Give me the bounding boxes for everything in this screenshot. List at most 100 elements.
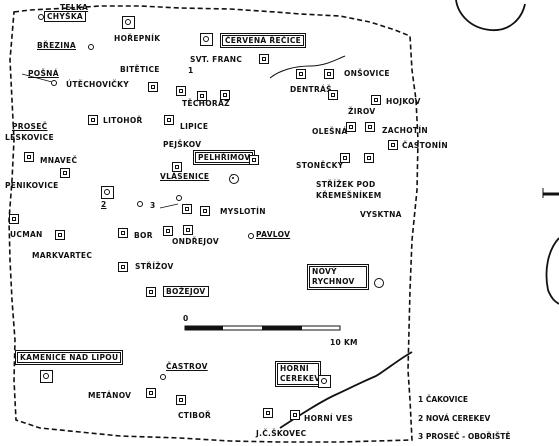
place-label: J.Č.škovec — [256, 429, 307, 438]
place-label: Lipice — [180, 122, 209, 131]
village-symbol — [388, 140, 398, 150]
place-label: Ucman — [10, 230, 43, 239]
river-upper — [269, 55, 346, 79]
place-label: Březina — [37, 41, 77, 50]
village-symbol — [163, 226, 173, 236]
place-label: Myslotín — [220, 207, 266, 216]
village-symbol — [346, 122, 356, 132]
place-dot — [137, 201, 143, 207]
place-label: Chyška — [44, 11, 87, 22]
town-symbol — [200, 33, 213, 46]
village-symbol — [259, 54, 269, 64]
place-label: Červená Řečice — [219, 33, 307, 48]
place-label: Útěchovičky — [66, 80, 129, 89]
place-label: Bitětice — [120, 65, 160, 74]
village-symbol — [118, 262, 128, 272]
scale-bar — [184, 325, 341, 331]
place-label: Ctiboř — [178, 411, 212, 420]
village-symbol — [324, 69, 334, 79]
place-dot — [160, 374, 166, 380]
place-ring — [374, 278, 384, 288]
place-label: Markvartec — [32, 251, 93, 260]
place-label: Střížek pod — [316, 180, 376, 189]
place-label: Nový Rychnov — [307, 264, 369, 290]
place-label: Pelhřimov — [192, 150, 256, 165]
village-symbol — [183, 225, 193, 235]
place-label: Častonín — [402, 141, 448, 150]
river-mid — [545, 237, 559, 305]
village-symbol — [263, 408, 273, 418]
place-label: Olešná — [312, 127, 348, 136]
river-top — [455, 0, 526, 31]
place-label: Těchoraz — [182, 99, 230, 108]
town-symbol — [40, 370, 53, 383]
place-label: Pejškov — [163, 140, 202, 149]
river-bottom — [279, 351, 413, 429]
place-label: Hojkov — [386, 97, 421, 106]
place-label: Křemešníkem — [316, 191, 382, 200]
village-symbol — [164, 115, 174, 125]
village-symbol — [200, 206, 210, 216]
village-symbol — [364, 153, 374, 163]
village-symbol — [146, 388, 156, 398]
place-label: Penikovice — [5, 181, 59, 190]
place-label: Dentráš — [290, 85, 332, 94]
place-label: Bor — [134, 231, 153, 240]
place-dot — [51, 80, 57, 86]
village-symbol — [9, 214, 19, 224]
village-symbol — [182, 204, 192, 214]
place-label: Zachotín — [382, 126, 428, 135]
village-symbol — [88, 115, 98, 125]
legend-item-1: 1 Čakovice — [418, 395, 469, 404]
place-label: Horní Ves — [304, 414, 354, 423]
place-label: Hořepník — [114, 34, 161, 43]
town-symbol — [101, 186, 114, 199]
village-symbol — [148, 82, 158, 92]
place-label: Horní Cerekev — [275, 361, 321, 387]
village-symbol — [146, 287, 156, 297]
place-label: 2 — [101, 200, 107, 209]
village-symbol — [118, 228, 128, 238]
place-ring — [229, 174, 239, 184]
place-label: Onšovice — [344, 69, 390, 78]
place-dot — [176, 195, 182, 201]
village-symbol — [328, 90, 338, 100]
village-symbol — [24, 152, 34, 162]
place-label: Střížov — [135, 262, 174, 271]
legend-item-2: 2 Nová Cerekev — [418, 414, 491, 423]
place-label: Mnaveč — [40, 156, 78, 165]
village-symbol — [176, 395, 186, 405]
place-label: Metánov — [88, 391, 132, 400]
village-symbol — [172, 162, 182, 172]
place-dot — [38, 14, 44, 20]
place-label: Žirov — [348, 107, 376, 116]
village-symbol — [55, 230, 65, 240]
place-label: Vlásenice — [160, 172, 210, 181]
place-label: Ondřejov — [172, 237, 219, 246]
place-label: Litohoř — [103, 116, 143, 125]
town-symbol — [318, 375, 331, 388]
village-symbol — [365, 122, 375, 132]
place-label: Kamenice nad Lipou — [14, 350, 124, 365]
connector-line — [21, 73, 53, 83]
scale-zero-label: 0 — [183, 314, 189, 323]
scale-ten-label: 10 km — [330, 338, 358, 347]
place-label: Telka — [60, 3, 89, 12]
place-label: 1 — [188, 66, 194, 75]
place-label: 3 — [150, 201, 156, 210]
connector-line — [159, 203, 179, 209]
village-symbol — [60, 168, 70, 178]
place-label: Božejov — [163, 286, 209, 297]
place-label: Stoněcký — [296, 161, 344, 170]
village-symbol — [340, 153, 350, 163]
village-symbol — [290, 410, 300, 420]
place-dot — [88, 44, 94, 50]
town-symbol — [122, 16, 135, 29]
place-label: Proseč — [12, 122, 48, 131]
legend-item-3: 3 Proseč - Obořiště — [418, 432, 511, 441]
village-symbol — [249, 155, 259, 165]
village-symbol — [220, 90, 230, 100]
place-label: Vysktna — [360, 210, 402, 219]
place-label: Svt. Franc — [190, 55, 243, 64]
place-label: Leskovice — [5, 133, 54, 142]
